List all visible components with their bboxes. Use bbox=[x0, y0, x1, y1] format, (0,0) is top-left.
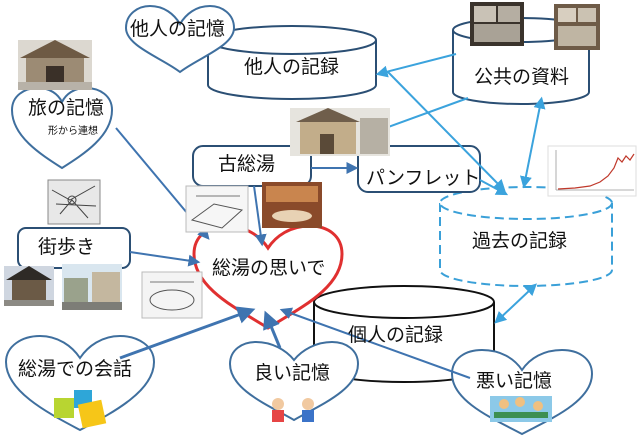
children-illustration-icon bbox=[272, 398, 314, 422]
bath-room-photo-icon bbox=[262, 182, 322, 228]
soyu-conversation-label: 総湯での会話 bbox=[18, 358, 133, 380]
bathers-illustration-icon bbox=[490, 396, 552, 422]
others-record-cylinder bbox=[207, 25, 377, 100]
colored-squares-icon bbox=[54, 390, 107, 429]
arrow-others-record-to-past bbox=[387, 71, 506, 192]
travel-memory-heart bbox=[10, 86, 114, 170]
others-memory-label: 他人の記憶 bbox=[130, 18, 226, 40]
bath-interior-sketch-icon bbox=[185, 185, 249, 233]
arrow-public-past-bidirectional bbox=[519, 96, 546, 189]
soyu-memories-label: 総湯の思いで bbox=[212, 257, 326, 279]
public-materials-label: 公共の資料 bbox=[474, 66, 570, 88]
bath-sketch-icon bbox=[141, 271, 203, 319]
past-records-label: 過去の記録 bbox=[472, 230, 568, 252]
soyu-conversation-heart bbox=[4, 334, 156, 432]
line-graph-icon bbox=[547, 145, 637, 197]
arrow-walk-to-center bbox=[129, 251, 201, 267]
personal-record-label: 個人の記録 bbox=[348, 324, 444, 346]
arrow-good-to-center bbox=[263, 310, 282, 349]
travel-memory-label: 旅の記憶 bbox=[28, 97, 105, 119]
kosoyu-label: 古総湯 bbox=[218, 153, 276, 175]
arrow-kosoyu-to-center bbox=[253, 185, 267, 247]
others-record-label: 他人の記録 bbox=[244, 56, 340, 78]
good-memory-heart bbox=[228, 340, 360, 422]
travel-memory-sublabel: 形から連想 bbox=[48, 126, 98, 137]
arrow-bad-to-center bbox=[279, 307, 471, 379]
arrow-public-to-others-record bbox=[375, 53, 457, 78]
kosoyu-box bbox=[192, 145, 312, 187]
bad-memory-heart bbox=[450, 348, 594, 436]
town-walk-label: 街歩き bbox=[38, 236, 96, 258]
old-document-photos-icon bbox=[470, 2, 600, 50]
bad-memory-label: 悪い記憶 bbox=[476, 370, 553, 392]
arrow-conversation-to-center bbox=[119, 306, 256, 360]
kosoyu-building-photo-icon bbox=[290, 108, 390, 156]
pamphlet-label: パンフレット bbox=[366, 167, 481, 189]
street-photo-icon bbox=[62, 264, 122, 310]
map-sketch-icon bbox=[47, 179, 101, 225]
good-memory-label: 良い記憶 bbox=[254, 362, 331, 384]
bathhouse-photo-icon bbox=[18, 40, 92, 90]
arrow-past-personal-bidirectional bbox=[494, 283, 537, 324]
arrow-pamphlet-to-past bbox=[479, 179, 509, 196]
others-memory-heart bbox=[124, 4, 236, 74]
temple-photo-icon bbox=[4, 266, 54, 306]
